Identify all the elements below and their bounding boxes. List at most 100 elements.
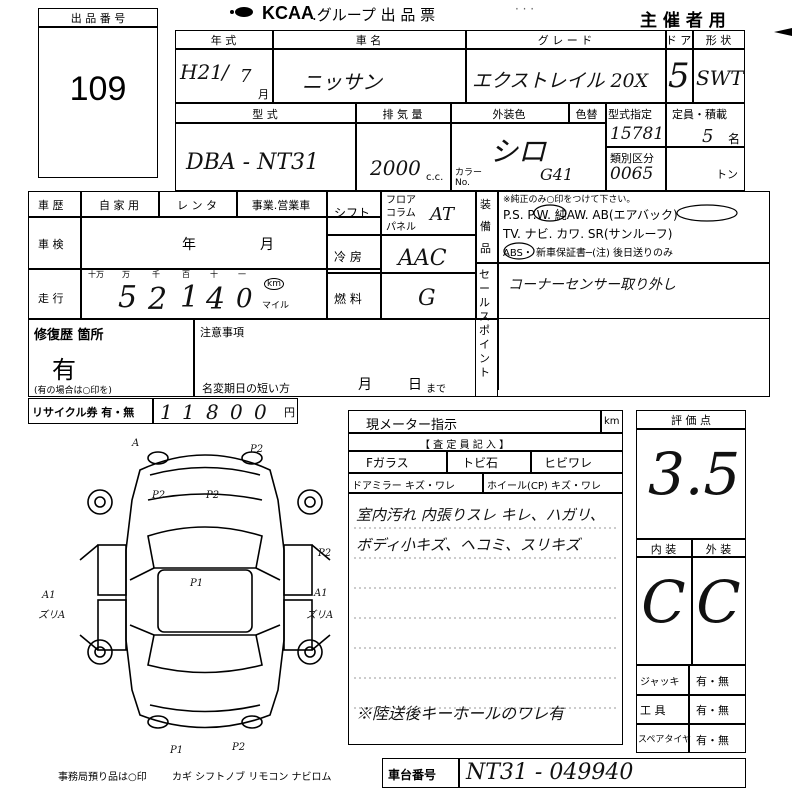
month-value: 7	[240, 66, 252, 87]
recycle-box	[28, 398, 298, 424]
score-v	[691, 538, 693, 665]
spare-label: スペアタイヤ	[638, 735, 692, 745]
model-label: 型 式	[252, 108, 278, 121]
mileage-d2: 2	[148, 282, 168, 317]
insp-h3	[348, 472, 623, 474]
color-no-label: カラー No.	[455, 168, 483, 188]
slash-mark: /	[222, 60, 229, 84]
repair-v	[193, 319, 195, 397]
score-label: 評 価 点	[671, 414, 711, 427]
deadline-month: 月	[358, 377, 372, 393]
deadline-until: まで	[426, 384, 446, 395]
inspection-label: 車 検	[38, 238, 64, 251]
door-label: ド ア	[665, 34, 692, 47]
comment-1: 室内汚れ 内張りスレ キレ、ハガリ、	[356, 506, 605, 524]
tools-label: 工 具	[640, 704, 666, 717]
recycle-v	[152, 398, 154, 424]
hist-v5	[497, 191, 499, 319]
tonnage-unit: トン	[716, 168, 738, 181]
equipment-line1: P.S. P.W. 純AW. AB(エアバック)	[503, 208, 678, 222]
comment-2: ボディ小キズ、ヘコミ、スリキズ	[356, 536, 580, 554]
color-label: 外装色	[492, 108, 526, 121]
equipment-line2: TV. ナビ. カワ. SR(サンルーフ)	[503, 227, 673, 241]
mark-p1-roof: P1	[190, 578, 204, 589]
year-label: 年 式	[210, 34, 237, 47]
repair-notes-box	[28, 319, 498, 397]
logo-text: KCAA	[262, 3, 314, 23]
lot-number-box	[38, 8, 158, 178]
recycle-d2: 1	[182, 400, 195, 424]
repair-value: 有	[52, 356, 76, 384]
hist-v4	[475, 191, 477, 319]
color-change-label: 色替	[575, 108, 598, 121]
color-value: シロ	[490, 135, 547, 168]
decor-dots: · · ·	[515, 2, 535, 16]
row2-v3	[568, 103, 570, 123]
tools-h1	[636, 694, 746, 696]
type-designation-label: 型式指定	[608, 108, 652, 121]
shift-value: AT	[430, 204, 455, 225]
history-private: 自 家 用	[99, 199, 139, 212]
inspector-header: 【 査 定 員 記 入 】	[420, 440, 510, 451]
row2-v2	[450, 103, 452, 191]
shape-value: SWT	[696, 66, 744, 90]
form-title: .グループ 出 品 票	[312, 6, 436, 24]
sales-right-box	[475, 262, 770, 397]
hist-h3	[326, 234, 476, 236]
recycle-d1: 1	[160, 400, 173, 424]
color-no-value: G41	[540, 165, 574, 184]
mileage-d4: 4	[206, 282, 226, 317]
meter-label: 現メーター指示	[366, 418, 458, 433]
insp-h4	[348, 492, 623, 494]
shift-column: コラム	[386, 208, 416, 219]
hist-h1	[28, 216, 380, 218]
hist-opt-v2	[236, 191, 238, 216]
mark-p2-fl: P2	[152, 490, 166, 501]
insp-v1	[446, 450, 448, 472]
meter-unit: km	[604, 416, 620, 427]
lot-divider	[38, 26, 158, 28]
history-box	[28, 191, 770, 319]
mark-p2-bottom: P2	[232, 742, 246, 753]
office-note: 事務局預り品は○印	[58, 772, 147, 783]
repair-label: 修復歴 箇所	[34, 328, 104, 343]
mileage-d5: 0	[236, 284, 253, 314]
mileage-d6-label: 一	[238, 270, 246, 279]
mark-a1-right: A1	[314, 588, 328, 599]
mark-zuri-left: ズリA	[38, 610, 66, 621]
row2-header-line	[175, 122, 605, 124]
f-glass: Fガラス	[366, 456, 409, 470]
equipment-circles	[503, 204, 738, 260]
notes-label: 注意事項	[200, 326, 244, 339]
tools-v	[688, 665, 690, 753]
exterior-value: C	[696, 568, 741, 636]
mileage-d5-label: 十	[210, 270, 218, 279]
row1-box	[175, 30, 745, 103]
mileage-d2-label: 万	[122, 270, 130, 279]
door-value: 5	[668, 56, 690, 96]
mileage-d1-label: 十万	[88, 270, 104, 279]
row2-v1	[355, 103, 357, 191]
hist-v2	[326, 191, 328, 319]
chassis-v	[458, 758, 460, 788]
score-h1	[636, 428, 746, 430]
mileage-d4-label: 百	[182, 270, 190, 279]
logo-mark	[228, 5, 256, 19]
displacement-value: 2000	[370, 156, 421, 180]
recycle-d4: 0	[230, 400, 243, 424]
equipment-note: ※純正のみ○印をつけて下さい。	[503, 195, 636, 205]
capacity-unit: 名	[728, 132, 741, 146]
chassis-label: 車台番号	[388, 768, 437, 782]
capacity-label: 定員・積載	[672, 108, 727, 121]
row1-v3	[665, 30, 667, 103]
maker-value: ニッサン	[302, 70, 382, 94]
recycle-label: リサイクル券 有・無	[32, 406, 135, 419]
mark-zuri-right: ズリA	[306, 610, 334, 621]
chassis-box	[382, 758, 746, 788]
hist-opt-v1	[158, 191, 160, 216]
mileage-d3: 1	[180, 280, 200, 315]
deadline-label: 名変期日の短い方	[202, 382, 290, 395]
row1-v4	[692, 30, 694, 103]
comment-3: ※陸送後キーホールのワレ有	[356, 704, 565, 723]
hist-h4	[326, 272, 476, 274]
